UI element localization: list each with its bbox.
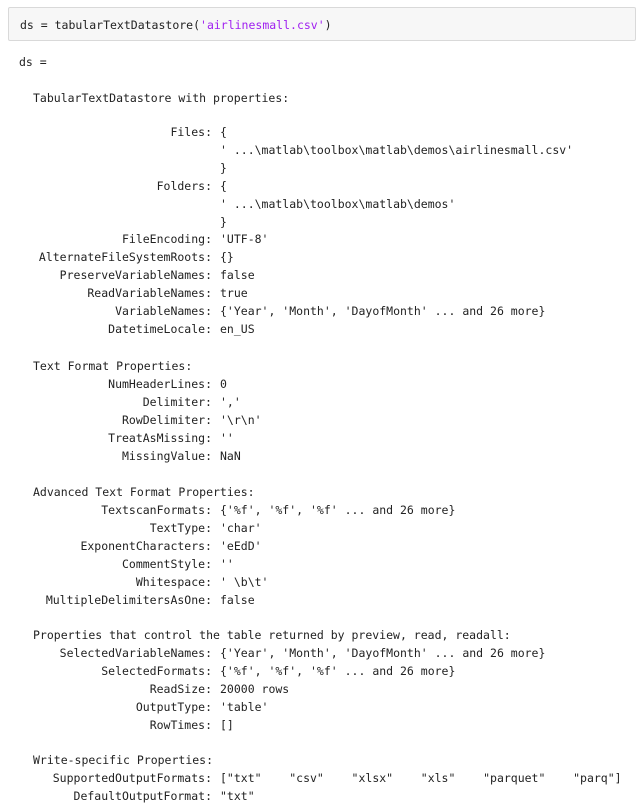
property-value: {'%f', '%f', '%f' ... and 26 more} xyxy=(220,664,456,678)
property-name: RowDelimiter: xyxy=(121,413,212,427)
property-value: '\r\n' xyxy=(220,413,262,427)
text-format-header: Text Format Properties: xyxy=(33,359,193,373)
property-name: NumHeaderLines: xyxy=(108,377,212,391)
property-name: SupportedOutputFormats: xyxy=(52,771,212,785)
property-value: ' ...\matlab\toolbox\matlab\demos' xyxy=(220,196,456,211)
property-name: DatetimeLocale: xyxy=(108,321,212,336)
property-name: MissingValue: xyxy=(121,449,212,463)
property-value: true xyxy=(220,286,248,301)
property-value: 0 xyxy=(220,377,227,391)
command-suffix: ) xyxy=(324,18,332,32)
property-value: } xyxy=(220,160,227,175)
property-value: false xyxy=(220,268,255,283)
property-name: ExponentCharacters: xyxy=(80,539,212,553)
property-value: NaN xyxy=(220,449,241,463)
property-name: VariableNames: xyxy=(115,304,212,318)
property-name: DefaultOutputFormat: xyxy=(73,789,212,803)
property-name: AlternateFileSystemRoots: xyxy=(38,250,212,265)
command-prefix: ds = tabularTextDatastore( xyxy=(20,18,201,32)
property-name: MultipleDelimitersAsOne: xyxy=(45,593,212,607)
property-value: 'char' xyxy=(220,521,262,535)
property-name: PreserveVariableNames: xyxy=(59,268,212,283)
property-name: Delimiter: xyxy=(142,395,212,409)
property-name: Folders: xyxy=(156,178,212,193)
property-value: {'Year', 'Month', 'DayofMonth' ... and 2… xyxy=(220,646,546,660)
property-name: FileEncoding: xyxy=(121,232,212,247)
property-name: TextType: xyxy=(149,521,212,535)
property-value: 'eEdD' xyxy=(220,539,262,553)
command-string-arg: 'airlinesmall.csv' xyxy=(200,18,325,32)
property-value: { xyxy=(220,125,227,139)
advanced-header: Advanced Text Format Properties: xyxy=(33,485,255,499)
property-name: OutputType: xyxy=(135,700,212,714)
property-value: '' xyxy=(220,557,234,571)
property-name: ReadVariableNames: xyxy=(87,286,212,301)
property-value: } xyxy=(220,214,227,229)
property-name: SelectedFormats: xyxy=(101,664,212,678)
property-name: TextscanFormats: xyxy=(101,503,212,517)
property-value: 'UTF-8' xyxy=(220,232,269,247)
property-name: CommentStyle: xyxy=(121,557,212,571)
write-header: Write-specific Properties: xyxy=(33,753,214,767)
property-value: {} xyxy=(220,250,234,265)
property-value: '' xyxy=(220,431,234,445)
property-value: {'%f', '%f', '%f' ... and 26 more} xyxy=(220,503,456,517)
property-name: ReadSize: xyxy=(149,682,212,696)
property-value: "txt" xyxy=(220,789,255,803)
property-value: ' ...\matlab\toolbox\matlab\demos\airlin… xyxy=(220,142,574,157)
property-name: RowTimes: xyxy=(149,718,212,732)
class-header: TabularTextDatastore with properties: xyxy=(33,91,290,105)
property-value: ["txt" "csv" "xlsx" "xls" "parquet" "par… xyxy=(220,771,622,785)
property-value: 20000 rows xyxy=(220,682,290,696)
property-name: Files: xyxy=(170,125,212,139)
command-line[interactable]: ds = tabularTextDatastore('airlinesmall.… xyxy=(20,18,332,32)
property-value: ' \b\t' xyxy=(220,575,269,589)
property-name: TreatAsMissing: xyxy=(108,431,212,445)
property-value: 'table' xyxy=(220,700,269,714)
table-props-header: Properties that control the table return… xyxy=(33,628,511,642)
property-value: {'Year', 'Month', 'DayofMonth' ... and 2… xyxy=(220,304,546,318)
property-value: ',' xyxy=(220,395,241,409)
property-name: Whitespace: xyxy=(135,575,212,589)
property-value: [] xyxy=(220,718,234,732)
property-value: en_US xyxy=(220,321,255,336)
property-value: false xyxy=(220,593,255,607)
property-name: SelectedVariableNames: xyxy=(59,646,212,660)
property-value: { xyxy=(220,178,227,193)
code-input-cell[interactable]: ds = tabularTextDatastore('airlinesmall.… xyxy=(8,7,636,41)
variable-header: ds = xyxy=(19,55,47,69)
